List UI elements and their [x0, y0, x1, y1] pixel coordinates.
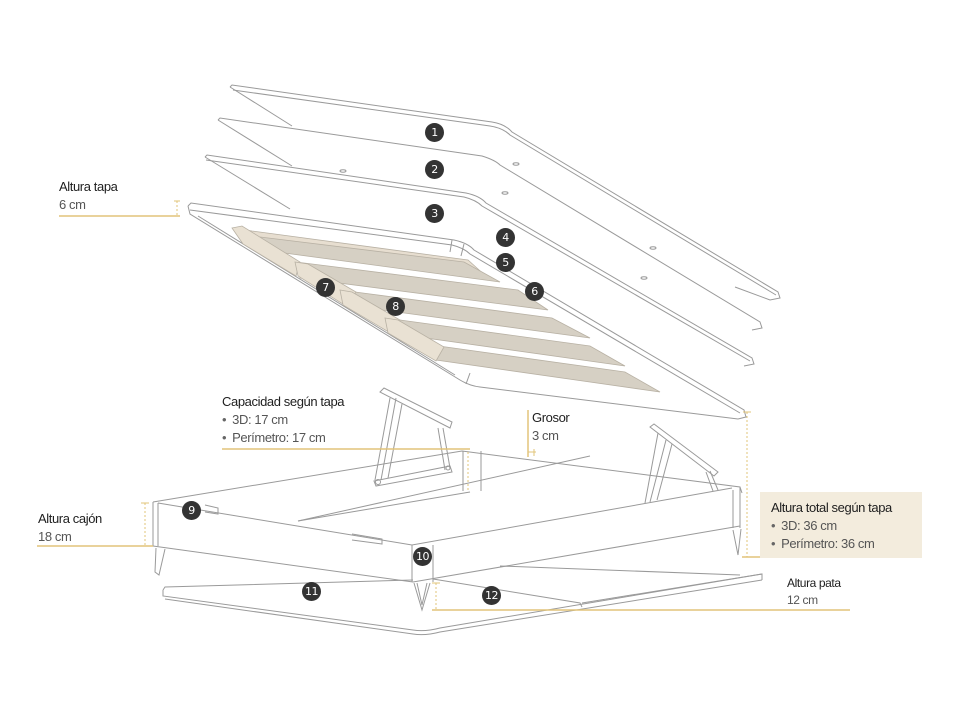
marker-12: 12: [482, 586, 501, 605]
marker-2: 2: [425, 160, 444, 179]
label-altura-pata: Altura pata 12 cm: [787, 575, 841, 609]
label-altura-cajon: Altura cajón 18 cm: [38, 510, 102, 546]
label-capacidad: Capacidad según tapa 3D: 17 cm Perímetro…: [222, 393, 345, 447]
label-title: Altura pata: [787, 576, 841, 590]
label-altura-total: Altura total según tapa 3D: 36 cm Períme…: [771, 499, 892, 553]
label-title: Altura tapa: [59, 179, 118, 194]
label-value: 18 cm: [38, 529, 72, 544]
label-item: Perímetro: 17 cm: [222, 429, 344, 447]
panel-1: [229, 84, 781, 301]
label-title: Altura cajón: [38, 511, 102, 526]
marker-7: 7: [316, 278, 335, 297]
label-title: Grosor: [532, 410, 570, 425]
label-title: Altura total según tapa: [771, 500, 892, 515]
label-item: 3D: 36 cm: [771, 517, 892, 535]
marker-6: 6: [525, 282, 544, 301]
marker-9: 9: [182, 501, 201, 520]
marker-1: 1: [425, 123, 444, 142]
marker-3: 3: [425, 204, 444, 223]
marker-4: 4: [496, 228, 515, 247]
label-value: 12 cm: [787, 593, 818, 607]
base-box: [152, 387, 763, 636]
label-grosor: Grosor 3 cm: [532, 409, 570, 445]
label-value: 3 cm: [532, 428, 559, 443]
marker-10: 10: [413, 547, 432, 566]
marker-5: 5: [496, 253, 515, 272]
label-item: Perímetro: 36 cm: [771, 535, 892, 553]
marker-11: 11: [302, 582, 321, 601]
label-item: 3D: 17 cm: [222, 411, 344, 429]
label-value: 6 cm: [59, 197, 86, 212]
panel-3: [204, 154, 755, 367]
slats: [231, 225, 661, 393]
panel-2: [217, 117, 763, 331]
label-altura-tapa: Altura tapa 6 cm: [59, 178, 118, 214]
marker-8: 8: [386, 297, 405, 316]
label-title: Capacidad según tapa: [222, 394, 345, 409]
